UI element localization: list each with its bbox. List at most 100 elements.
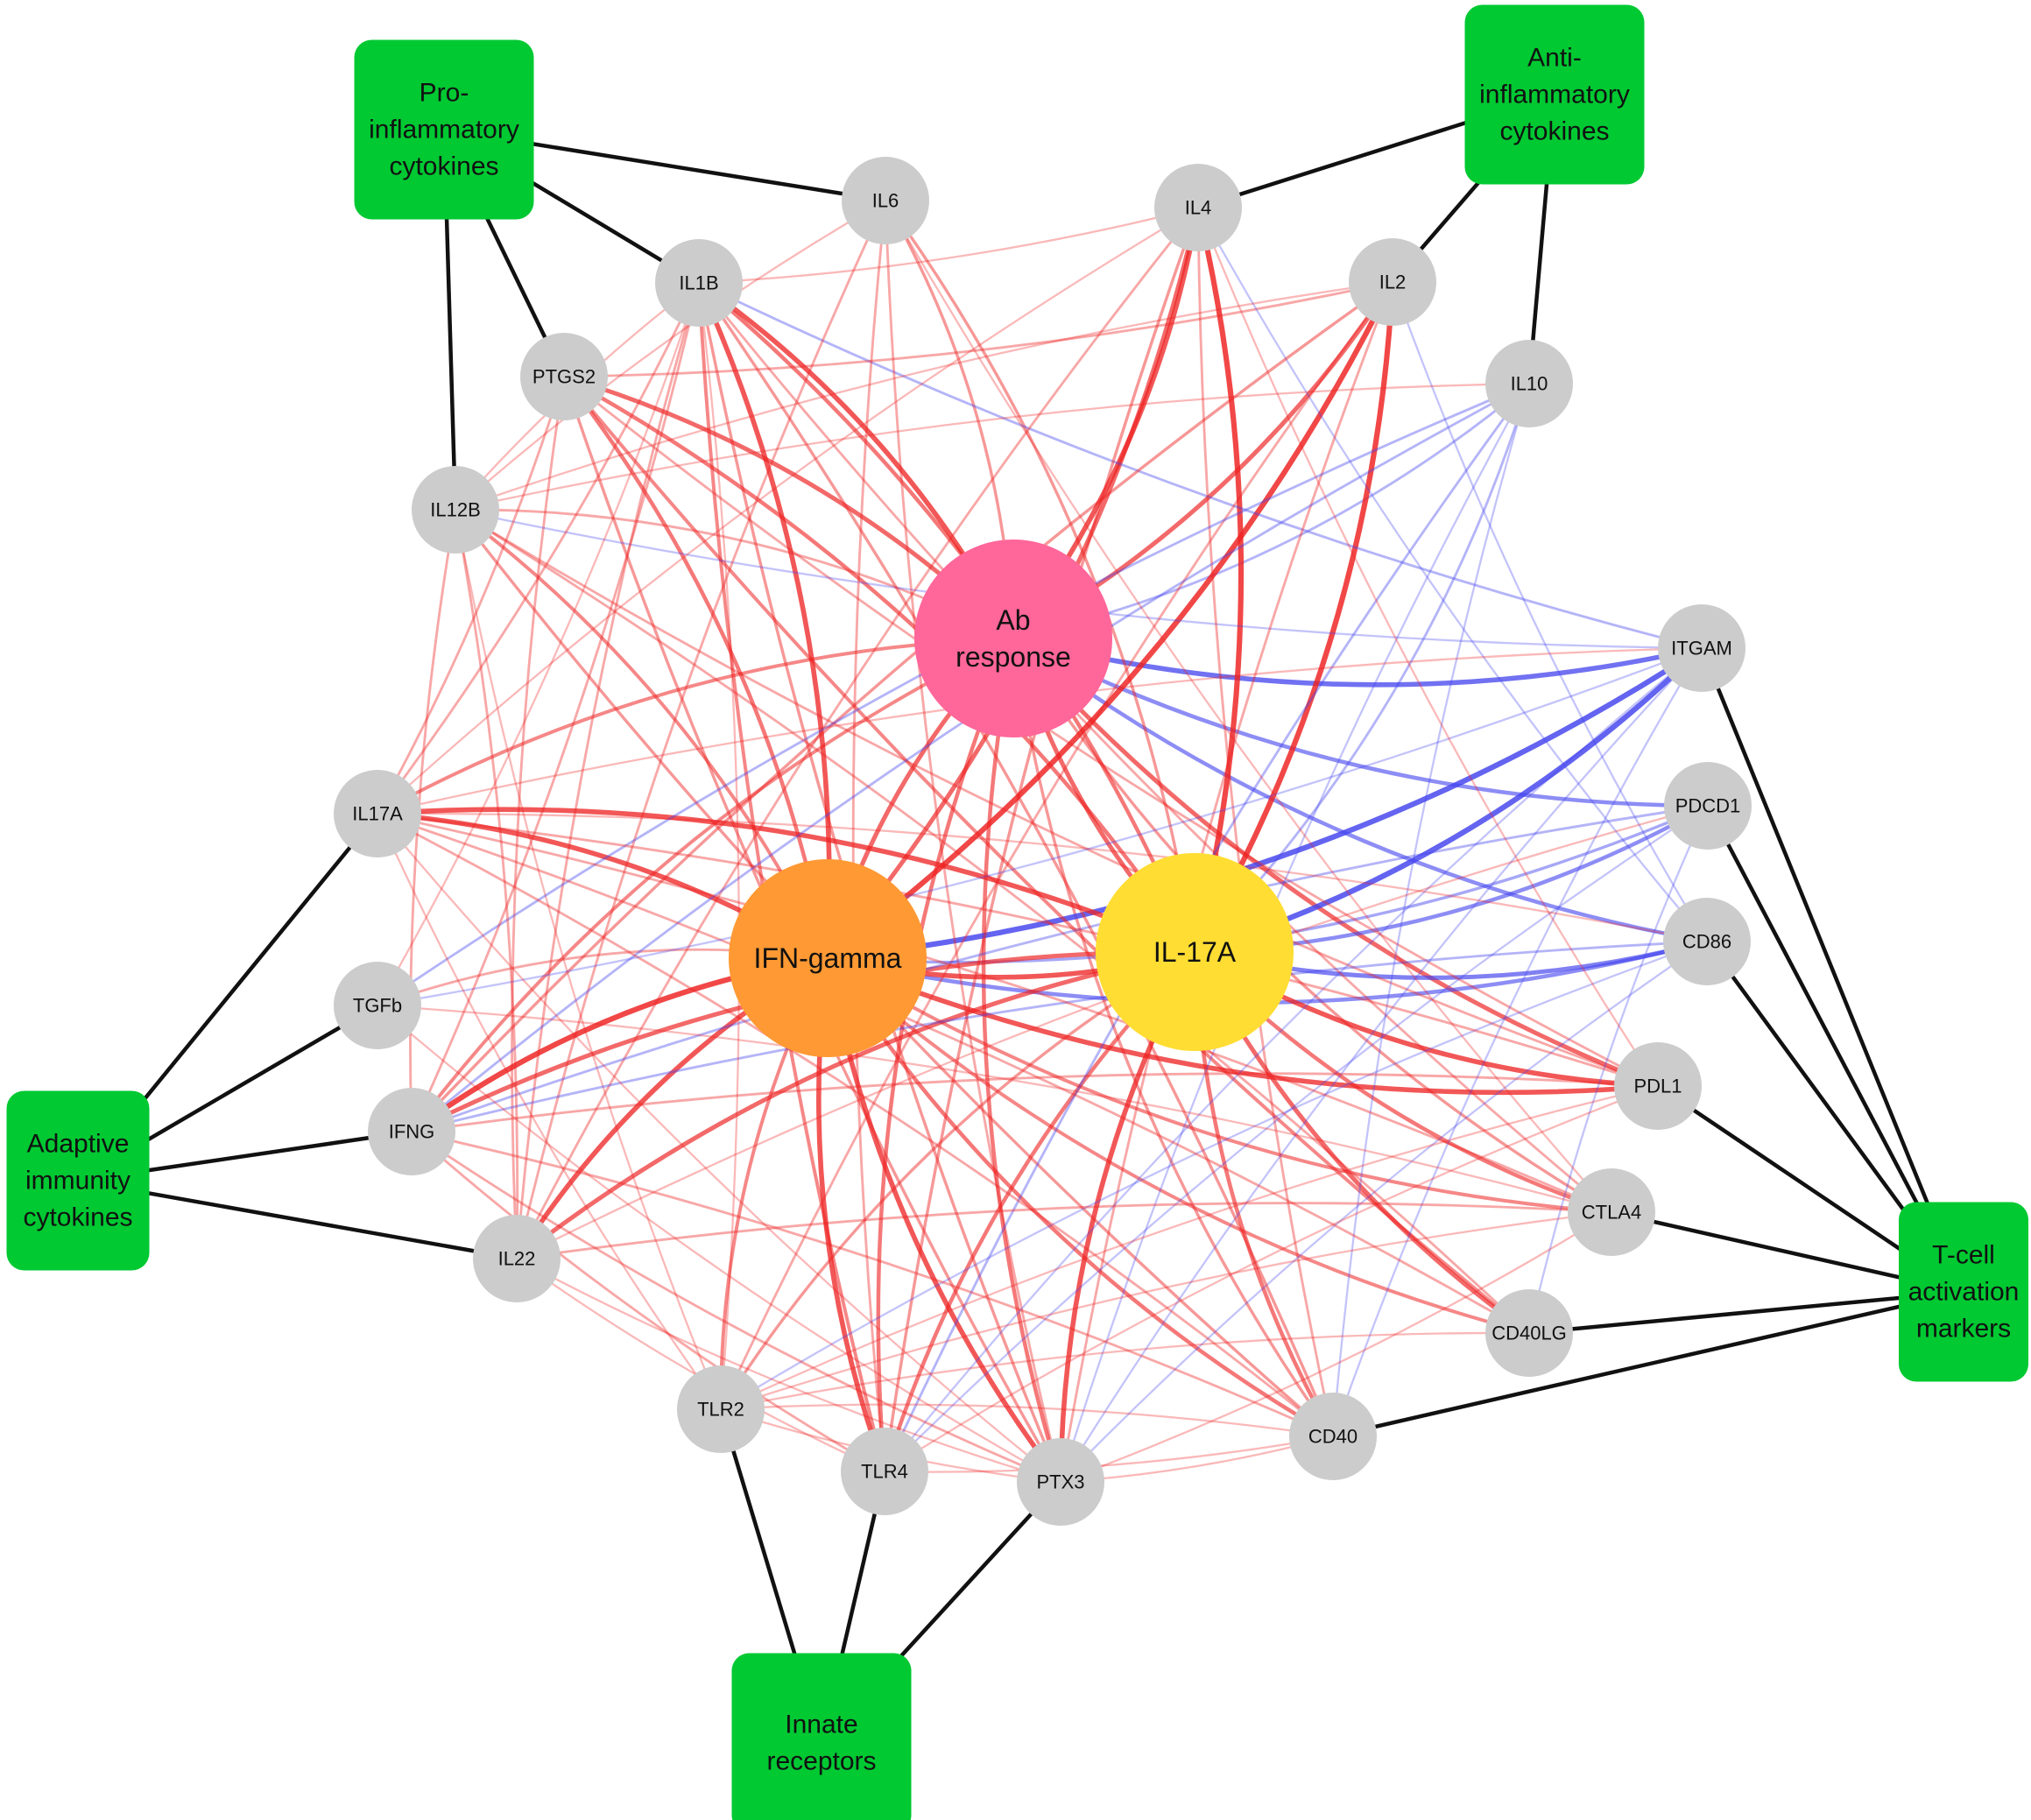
edge-TLR4-CD40 [883,1435,1335,1473]
edge-CD40-IL1B [697,281,1335,1438]
gene-node-circle [1017,1438,1104,1526]
gene-node-circle [1289,1393,1377,1480]
edge-IL6-IL22 [515,199,887,1260]
edge-IL6-CTLA4 [884,199,1613,1214]
edge-ifn-IL1B [696,280,832,961]
edge-ifn-PDL1 [825,956,1661,1096]
edge-CD40LG-IL12B [454,508,1531,1335]
edge-IL4-CD40 [1196,206,1335,1438]
gene-node-label: PTX3 [1036,1471,1084,1493]
edge-CTLA4-IL22 [515,1202,1613,1260]
gene-node-circle [520,333,608,420]
edge-IL6-TLR4 [851,199,887,1473]
gene-node-tgfb: TGFb [334,962,421,1049]
edge-ifn-ITGAM [824,645,1705,962]
edge-il17h-IL6 [884,199,1196,954]
gene-node-circle [1349,238,1436,326]
edge-IL1B-IL22 [515,281,701,1260]
hub-node-circle [914,540,1112,737]
edge-PTGS2-PDL1 [562,375,1660,1088]
edge-IL17A-TLR2 [376,812,723,1411]
edge-TGFb-PTX3 [376,1004,1062,1484]
edge-TGFb-IL1B [376,281,701,1007]
edge-ITGAM-PTX3 [1059,646,1703,1484]
gene-node-circle [1154,164,1242,251]
edge-IL1B-ITGAM [697,281,1703,650]
group-box-rect [1464,4,1645,185]
edge-IL6-IL12B [454,199,887,511]
gene-node-circle [412,466,499,554]
edge-IL10-IL12B [454,382,1531,511]
gene-node-circle [334,770,421,857]
gene-node-pdl1: PDL1 [1614,1042,1702,1130]
hub-node-label-line-1: IL-17A [1153,936,1237,968]
gene-node-label: IL10 [1511,373,1548,395]
gene-node-il2: IL2 [1349,238,1436,326]
gene-node-il12b: IL12B [412,466,499,554]
gene-node-circle [1485,340,1573,427]
edge-CD40LG-TLR2 [719,1331,1531,1411]
edge-IL4-PDL1 [1196,206,1660,1088]
edge-IL4-TLR4 [883,206,1200,1473]
edge-IL12B-TLR2 [454,508,723,1411]
edge-IL2-IL12B [454,280,1394,511]
hub-node-circle [1096,853,1294,1051]
edge-CD40-TLR2 [719,1403,1335,1438]
gene-node-circle [1614,1042,1702,1130]
edge-IL2-TLR2 [719,280,1394,1411]
edge-IL17A-PTX3 [376,812,1062,1484]
edge-IL17A-PTGS2 [376,375,566,815]
group-box-rect [1899,1202,2028,1382]
gene-node-circle [1663,898,1751,985]
edge-IL22-PTX3 [515,1257,1062,1484]
edge-IL1B-TLR4 [697,281,886,1473]
edge-TLR2-IL1B [697,281,740,1411]
gene-node-il1b: IL1B [655,239,743,327]
gene-node-circle [473,1215,561,1302]
gene-node-tlr4: TLR4 [841,1428,928,1515]
edge-CD40LG-IL17A [376,812,1531,1335]
gene-node-il6: IL6 [842,157,929,244]
edge-CD86-PTX3 [1059,940,1709,1484]
group-box-label-line-2: inflammatory [369,116,519,145]
gene-node-label: IL12B [430,499,481,521]
gene-node-circle [1568,1168,1655,1256]
gene-node-label: IL17A [352,803,403,825]
gene-node-label: IL6 [872,190,899,212]
gene-node-circle [368,1088,455,1175]
edge-il17h-IL2 [1191,279,1396,956]
edge-PDCD1-IL22 [515,804,1710,1260]
group-box-label-line-3: cytokines [389,152,498,181]
edge-ab-ITGAM [1011,636,1704,688]
gene-node-cd40lg: CD40LG [1485,1289,1573,1377]
gene-node-label: TGFb [353,995,402,1017]
gene-node-circle [1485,1289,1573,1377]
edge-IL2-CD86 [1391,280,1709,943]
edge-IL4-IL22 [515,206,1200,1260]
edge-ab-PTX3 [981,636,1063,1485]
edge-IFNG-IL1B [410,281,701,1133]
edge-IL22-IL12B [454,508,519,1260]
edge-il17h-PTGS2 [561,374,1197,955]
edge-PDL1-TLR2 [719,1084,1660,1411]
gene-node-circle [842,157,929,244]
edge-ITGAM-TLR4 [883,646,1703,1473]
gene-node-label: IFNG [389,1121,435,1143]
edge-il17h-IL22 [514,949,1197,1261]
gene-node-label: IL22 [498,1248,536,1270]
gene-node-il22: IL22 [473,1215,561,1302]
edge-CD40-IL17A [376,812,1335,1438]
gene-node-label: CTLA4 [1582,1202,1641,1224]
edge-ifn-CTLA4 [826,956,1613,1214]
gene-node-ptx3: PTX3 [1017,1438,1104,1526]
gene-node-label: IL4 [1185,197,1212,219]
gene-node-label: PDL1 [1633,1076,1682,1097]
gene-node-circle [1664,762,1752,850]
edge-IFNG-PTX3 [410,1130,1062,1484]
group-box-label-line-3: markers [1916,1315,2011,1344]
group-box-label-line-3: cytokines [1499,117,1609,146]
gene-node-label: CD40 [1308,1426,1358,1448]
group-box-rect [6,1090,150,1271]
